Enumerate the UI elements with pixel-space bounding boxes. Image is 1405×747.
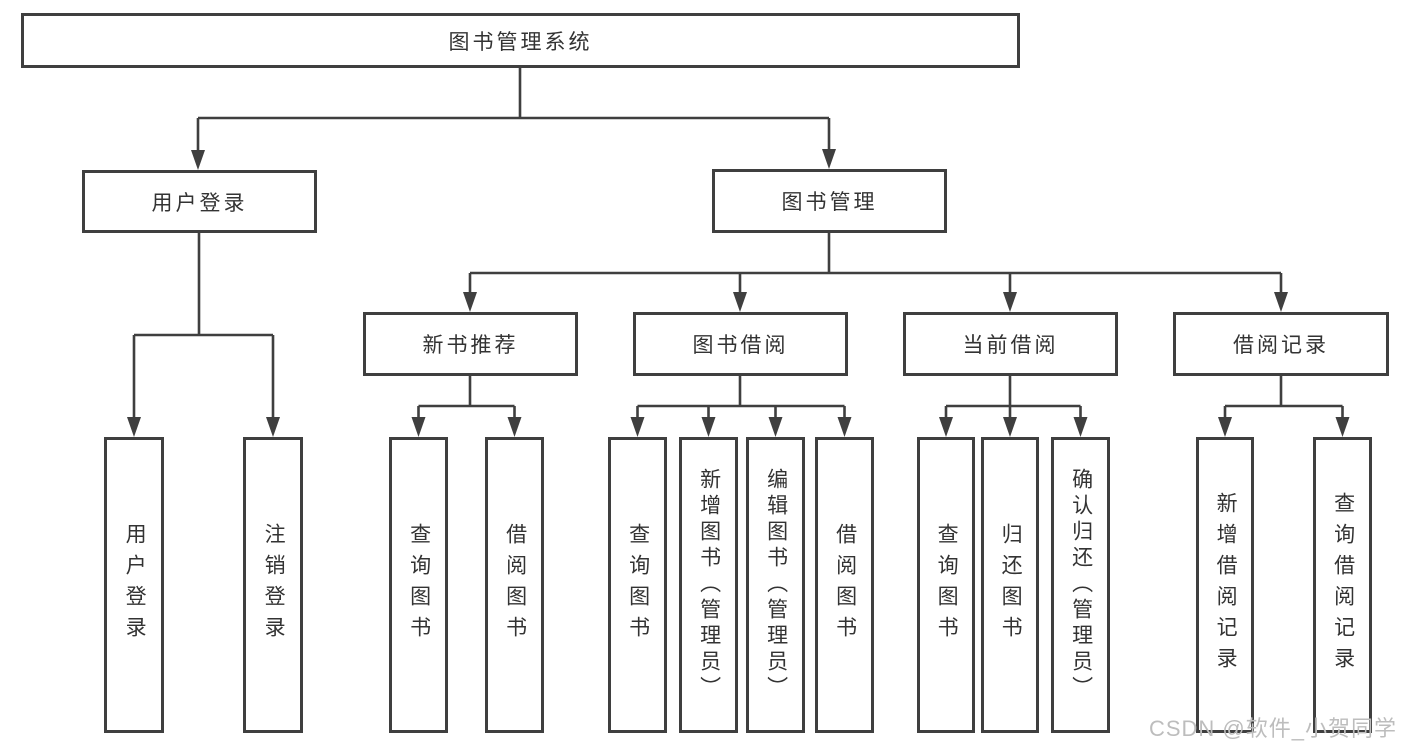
connector-records-to-leaves: [1223, 376, 1344, 419]
node-label: 图书管理系统: [448, 30, 593, 54]
arrowhead-icon: [127, 417, 141, 437]
arrowhead-icon: [630, 417, 645, 437]
node-user-login: 用户登录: [82, 170, 317, 233]
arrowhead-icon: [939, 417, 953, 437]
node-label: 查询图书: [407, 523, 431, 647]
arrowhead-icon: [768, 417, 783, 437]
leaf-return-book: 归还图书: [981, 437, 1039, 733]
csdn-watermark: CSDN @软件_小贺同学: [1148, 716, 1397, 741]
connector-userlogin-to-leaves: [132, 233, 275, 419]
node-label: 注销登录: [262, 523, 286, 647]
node-label: 确认归还（管理员）: [1069, 468, 1093, 702]
node-current-borrowing: 当前借阅: [903, 312, 1118, 376]
arrowhead-icon: [1218, 417, 1232, 437]
arrowhead-icon: [1003, 292, 1017, 312]
node-label: 借阅图书: [833, 523, 857, 647]
node-book-management: 图书管理: [712, 169, 947, 233]
node-label: 新增借阅记录: [1214, 492, 1238, 678]
connector-bookmgmt-to-level3: [468, 233, 1283, 294]
arrowhead-icon: [1003, 417, 1017, 437]
node-label: 图书管理: [781, 191, 878, 214]
arrowhead-icon: [701, 417, 716, 437]
node-label: 查询借阅记录: [1331, 492, 1355, 678]
node-root-system: 图书管理系统: [21, 13, 1020, 68]
arrowhead-icon: [1335, 417, 1350, 437]
leaf-confirm-return-admin: 确认归还（管理员）: [1051, 437, 1110, 733]
arrowhead-icon: [1274, 292, 1288, 312]
leaf-user-login: 用户登录: [104, 437, 164, 733]
node-label: 新书推荐: [422, 334, 519, 357]
arrowhead-icon: [822, 149, 836, 169]
node-book-borrowing: 图书借阅: [633, 312, 848, 376]
leaf-query-books-borrowing: 查询图书: [608, 437, 667, 733]
arrowhead-icon: [837, 417, 852, 437]
leaf-edit-book-admin: 编辑图书（管理员）: [746, 437, 805, 733]
node-label: 归还图书: [999, 523, 1023, 647]
node-label: 借阅图书: [503, 523, 527, 647]
leaf-query-books-recommend: 查询图书: [389, 437, 448, 733]
node-new-book-recommend: 新书推荐: [363, 312, 578, 376]
leaf-borrow-books-borrowing: 借阅图书: [815, 437, 874, 733]
node-borrowing-records: 借阅记录: [1173, 312, 1389, 376]
node-label: 图书借阅: [692, 334, 789, 357]
leaf-query-books-current: 查询图书: [917, 437, 975, 733]
arrowhead-icon: [266, 417, 280, 437]
node-label: 查询图书: [935, 523, 959, 647]
node-label: 新增图书（管理员）: [697, 468, 721, 702]
arrowhead-icon: [733, 292, 747, 312]
leaf-add-book-admin: 新增图书（管理员）: [679, 437, 738, 733]
node-label: 查询图书: [626, 523, 650, 647]
leaf-logout: 注销登录: [243, 437, 303, 733]
node-label: 编辑图书（管理员）: [764, 468, 788, 702]
connector-current-to-leaves: [944, 376, 1082, 419]
leaf-query-borrow-record: 查询借阅记录: [1313, 437, 1372, 733]
connector-borrowing-to-leaves: [636, 376, 846, 419]
arrowhead-icon: [1073, 417, 1088, 437]
leaf-borrow-books-recommend: 借阅图书: [485, 437, 544, 733]
node-label: 用户登录: [123, 523, 147, 647]
node-label: 用户登录: [151, 191, 248, 215]
arrowhead-icon: [507, 417, 522, 437]
arrowhead-icon: [411, 417, 426, 437]
leaf-add-borrow-record: 新增借阅记录: [1196, 437, 1254, 733]
connector-root-to-level2: [196, 68, 831, 152]
node-label: 当前借阅: [962, 334, 1059, 357]
connector-newbook-to-leaves: [417, 376, 516, 419]
arrowhead-icon: [191, 150, 205, 170]
node-label: 借阅记录: [1233, 334, 1329, 357]
arrowhead-icon: [463, 292, 477, 312]
